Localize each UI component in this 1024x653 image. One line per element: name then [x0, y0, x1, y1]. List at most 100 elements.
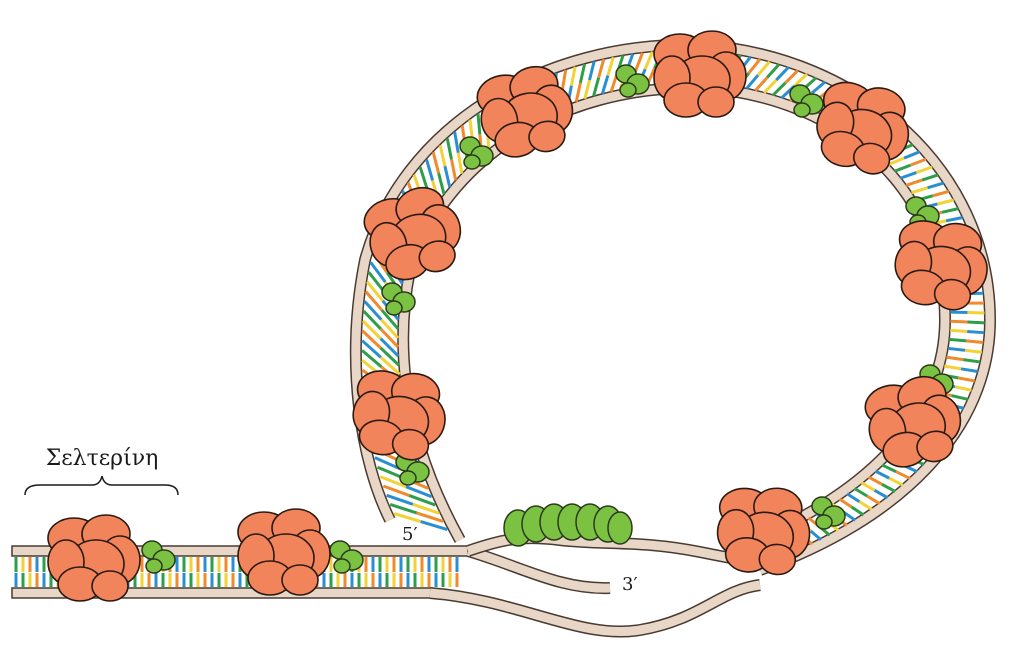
base-pair-mark	[784, 69, 799, 84]
base-pair-mark	[853, 487, 868, 498]
base-pair-mark	[888, 476, 904, 487]
base-pair-mark	[389, 503, 418, 515]
base-pair-mark	[364, 290, 384, 312]
base-pair-mark	[944, 364, 962, 371]
shelterin-complex-icon	[237, 508, 331, 596]
base-pair-mark	[408, 494, 436, 507]
base-pair-mark	[964, 348, 983, 354]
base-pair-mark	[895, 470, 911, 480]
three-prime-label: 3′	[622, 574, 638, 595]
base-pair-mark	[592, 77, 601, 97]
base-pair-mark	[951, 394, 969, 401]
shelterin-complex-icon	[807, 73, 920, 182]
base-pair-mark	[954, 385, 972, 392]
base-pair-mark	[950, 319, 968, 324]
base-pair-mark	[379, 356, 401, 376]
base-pair-mark	[754, 76, 769, 92]
base-pair-mark	[369, 261, 387, 283]
base-pair-mark	[881, 482, 896, 493]
base-pair-mark	[361, 329, 382, 350]
base-pair-mark	[643, 51, 654, 70]
base-pair-mark	[911, 186, 928, 195]
base-pair-mark	[437, 172, 446, 195]
base-pair-mark	[937, 198, 955, 206]
base-pair-mark	[866, 494, 881, 505]
base-pair-mark	[456, 152, 464, 174]
base-pair-mark	[405, 485, 433, 499]
base-pair-mark	[374, 456, 401, 471]
shelterin-complex-icon	[653, 30, 747, 118]
base-pair-mark	[793, 73, 808, 88]
base-pair-mark	[867, 475, 883, 486]
base-pair-mark	[860, 481, 876, 492]
base-pair-mark	[453, 131, 460, 154]
base-pair-mark	[766, 63, 781, 79]
base-pair-mark	[569, 66, 577, 87]
base-pair-mark	[600, 75, 610, 95]
base-pair-mark	[966, 339, 984, 344]
base-pair-mark	[561, 69, 568, 90]
base-pair-mark	[903, 150, 921, 160]
base-pair-mark	[838, 497, 853, 509]
base-pair-mark	[846, 492, 861, 503]
base-pair-mark	[874, 469, 890, 480]
base-pair-mark	[438, 144, 447, 167]
base-pair-mark	[858, 500, 873, 511]
base-pair-mark	[431, 151, 441, 174]
base-pair-mark	[960, 367, 978, 373]
base-pair-mark	[967, 320, 985, 325]
base-pair-mark	[574, 82, 582, 103]
base-pair-mark	[365, 280, 384, 302]
base-pair-mark	[362, 310, 382, 331]
base-pair-mark	[382, 484, 410, 497]
base-pair-mark	[756, 60, 771, 77]
base-pair-mark	[946, 355, 964, 362]
base-pair-mark	[945, 216, 963, 223]
base-pair-mark	[634, 52, 644, 71]
base-pair-mark	[900, 171, 917, 180]
label-bracket	[24, 475, 179, 496]
base-pair-mark	[775, 66, 790, 82]
pot1-protein-icon	[811, 496, 846, 530]
base-pair-mark	[583, 79, 591, 100]
base-pair-mark	[949, 328, 968, 333]
base-pair-mark	[905, 178, 923, 187]
base-pair-mark	[927, 181, 944, 190]
base-pair-mark	[597, 58, 606, 79]
base-pair-mark	[379, 328, 400, 349]
base-pair-mark	[949, 337, 967, 343]
base-pair-mark	[809, 529, 822, 541]
base-pair-mark	[873, 488, 889, 499]
base-pair-mark	[443, 165, 452, 188]
base-pair-mark	[416, 511, 444, 523]
base-pair-mark	[361, 349, 383, 369]
pot1-coil	[503, 503, 633, 547]
base-pair-mark	[810, 80, 826, 95]
base-pair-mark	[763, 79, 778, 94]
base-pair-mark	[771, 81, 787, 97]
base-pair-mark	[363, 300, 383, 321]
base-pair-mark	[386, 493, 414, 506]
base-pair-mark	[361, 319, 382, 340]
base-pair-mark	[915, 165, 933, 174]
shelterin-complex-icon	[47, 514, 141, 602]
base-pair-mark	[747, 58, 762, 75]
shelterin-complex-icon	[713, 482, 815, 578]
base-pair-mark	[588, 61, 596, 81]
base-pair-mark	[380, 309, 400, 330]
base-pair-mark	[578, 63, 587, 84]
base-pair-mark	[380, 318, 400, 340]
base-pair-mark	[393, 512, 422, 523]
base-pair-mark	[379, 346, 400, 367]
base-pair-mark	[842, 510, 857, 522]
base-pair-mark	[941, 207, 959, 214]
base-pair-mark	[909, 157, 927, 167]
base-pair-mark	[445, 138, 453, 160]
base-pair-mark	[376, 465, 404, 480]
base-pair-mark	[420, 520, 448, 532]
base-pair-mark	[932, 189, 950, 198]
base-pair-mark	[379, 337, 400, 358]
five-prime-label: 5′	[402, 524, 418, 545]
base-pair-mark	[450, 159, 458, 181]
